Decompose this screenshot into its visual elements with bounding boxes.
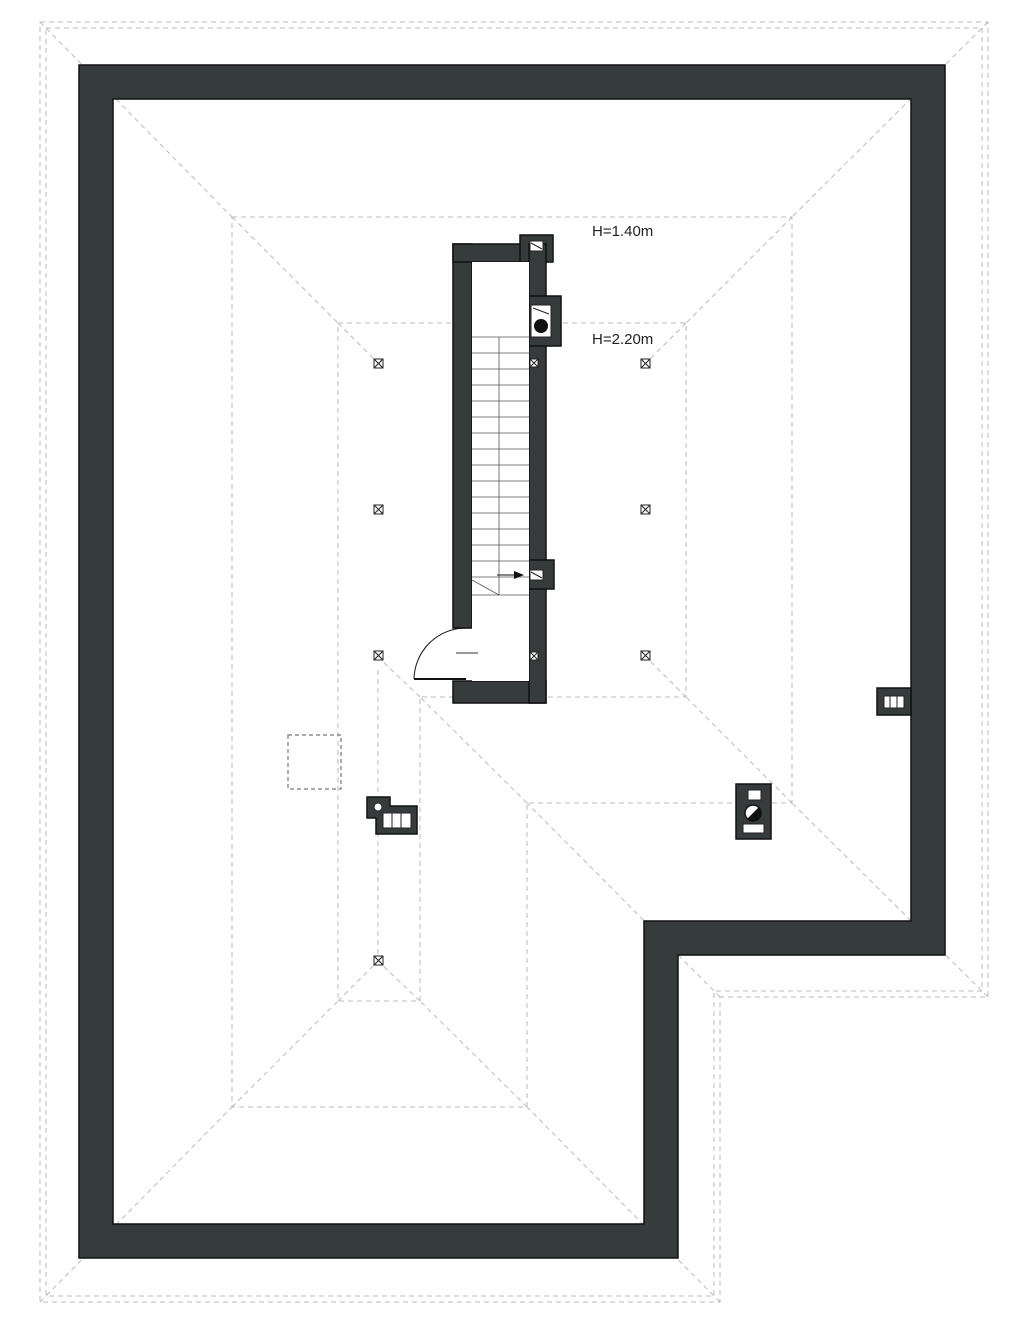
chimney-vent (366, 796, 418, 835)
post-marker-icon (373, 358, 384, 369)
post-marker-icon (529, 358, 539, 368)
chimney-vent (735, 783, 772, 840)
chimney-vent (876, 687, 912, 716)
post-markers (373, 358, 651, 966)
stairs (471, 336, 529, 596)
post-marker-icon (529, 651, 539, 661)
post-marker-icon (373, 955, 384, 966)
post-marker-icon (373, 650, 384, 661)
stair-shaft (413, 234, 562, 704)
roof-hip-lines (39, 21, 989, 1303)
post-marker-icon (640, 504, 651, 515)
exterior-walls (78, 64, 946, 1259)
post-marker-icon (640, 358, 651, 369)
post-marker-icon (373, 504, 384, 515)
height-label-1-40: H=1.40m (592, 223, 653, 240)
flue-vent (529, 240, 552, 581)
roof-window-outline (287, 734, 342, 790)
height-label-2-20: H=2.20m (592, 331, 653, 348)
post-marker-icon (640, 650, 651, 661)
door (413, 627, 478, 680)
